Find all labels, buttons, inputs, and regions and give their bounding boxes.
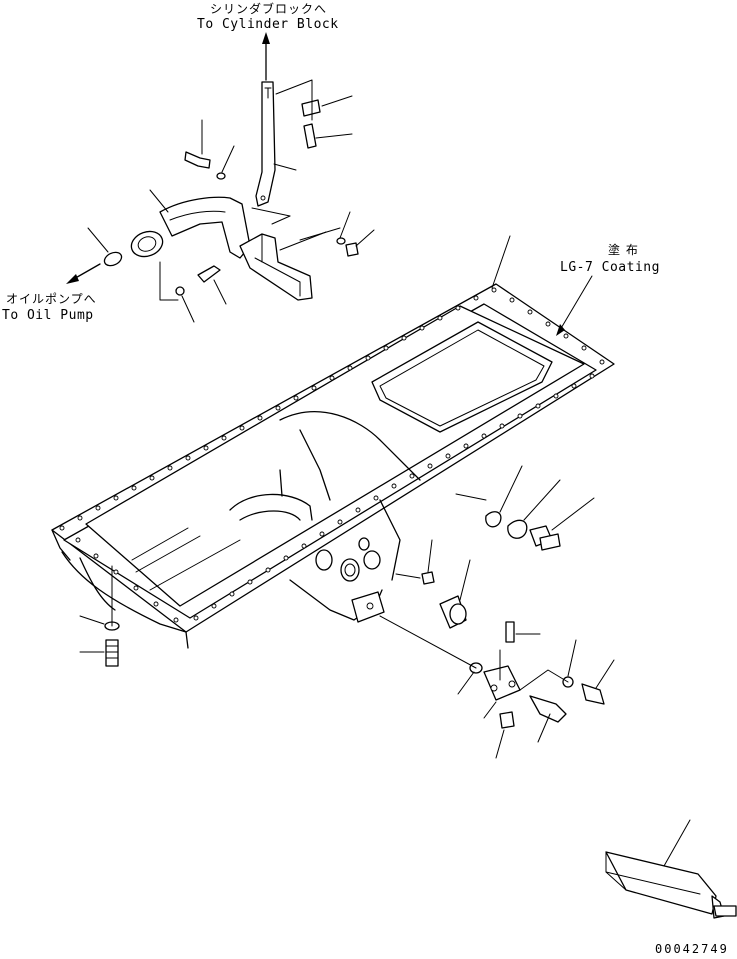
coating-label-en: LG-7 Coating bbox=[560, 260, 660, 275]
arrow-to-cylinder-block bbox=[262, 32, 270, 81]
oil-pan bbox=[51, 283, 615, 649]
drain-bolt bbox=[104, 565, 120, 667]
oil-pump-label-jp: オイルポンプへ bbox=[6, 292, 97, 306]
side-fittings bbox=[299, 227, 605, 729]
flange-bolt-holes bbox=[59, 287, 605, 623]
tube-detail bbox=[605, 851, 737, 919]
leader-lines bbox=[79, 95, 691, 867]
oil-pump-label-en: To Oil Pump bbox=[2, 308, 94, 323]
coating-label-jp: 塗 布 bbox=[608, 243, 639, 257]
suction-pipe-assembly bbox=[130, 81, 313, 301]
cylinder-block-label-jp: シリンダブロックへ bbox=[210, 2, 328, 16]
arrow-to-oil-pump bbox=[66, 263, 101, 284]
drawing-number: 00042749 bbox=[655, 942, 729, 956]
cylinder-block-label-en: To Cylinder Block bbox=[197, 17, 339, 32]
pipe-hardware bbox=[103, 79, 359, 301]
